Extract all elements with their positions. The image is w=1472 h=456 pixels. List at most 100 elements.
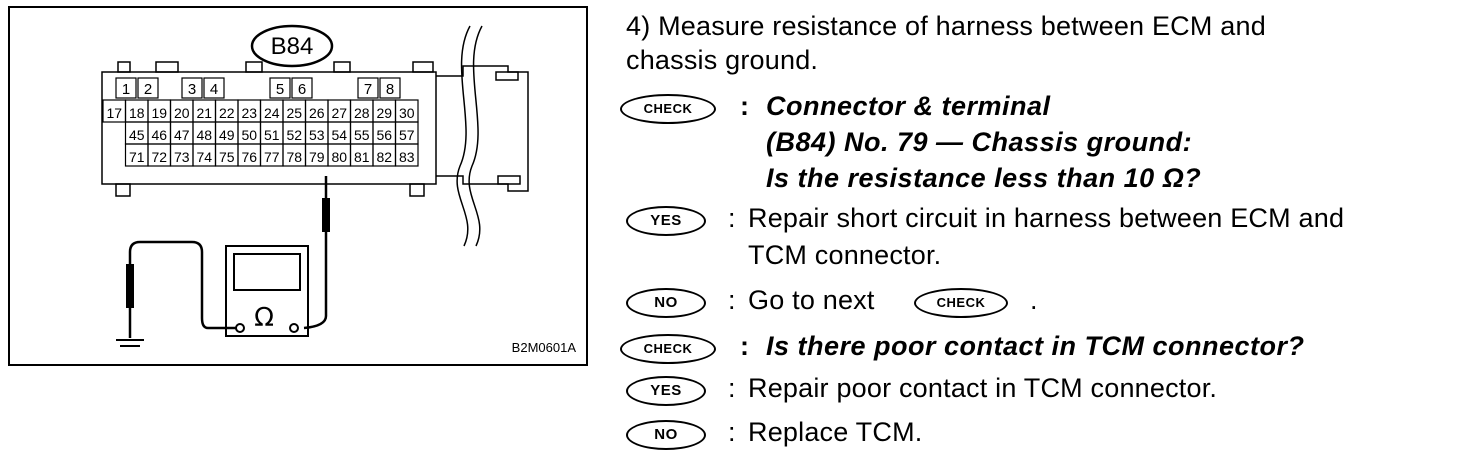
pin-54-label: 54 (331, 127, 347, 143)
pin-29-label: 29 (376, 105, 392, 121)
pin-2-label: 2 (144, 81, 152, 98)
pin-57-label: 57 (399, 127, 415, 143)
pin-27-label: 27 (331, 105, 347, 121)
pin-45-label: 45 (129, 127, 145, 143)
pin-17-label: 17 (106, 105, 122, 121)
pin-7-cell (357, 77, 379, 99)
no2-text: Replace TCM. (748, 417, 923, 447)
colon: : (740, 331, 749, 361)
pin-3-label: 3 (188, 81, 196, 98)
probe-tip-ground (126, 264, 134, 308)
pin-72-label: 72 (151, 149, 167, 165)
pin-30-label: 30 (399, 105, 415, 121)
pin-52-label: 52 (286, 127, 302, 143)
pin-row-2: 45 46 47 48 49 50 51 52 53 54 55 56 57 (124, 121, 419, 145)
check-badge-2: CHECK (620, 334, 716, 364)
pin-row-3: 71 72 73 74 75 76 77 78 79 80 81 82 83 (124, 143, 419, 167)
pin-46-label: 46 (151, 127, 167, 143)
pin-82-label: 82 (376, 149, 392, 165)
pin-21-label: 21 (196, 105, 212, 121)
pin-6-label: 6 (298, 81, 306, 98)
check-badge-1: CHECK (620, 94, 716, 124)
pin-5-label: 5 (276, 81, 284, 98)
check1-line-3: Is the resistance less than 10 Ω? (766, 163, 1202, 193)
connector-body (101, 61, 529, 197)
no1-period: . (1030, 285, 1038, 315)
pin-79-label: 79 (309, 149, 325, 165)
pin-2-cell (137, 77, 159, 99)
no-badge-2: NO (626, 420, 706, 450)
colon: : (740, 91, 749, 121)
pin-75-label: 75 (219, 149, 235, 165)
break-lines (456, 25, 483, 247)
pin-51-label: 51 (264, 127, 280, 143)
pin-1-cell (115, 77, 137, 99)
pin-77-label: 77 (264, 149, 280, 165)
pin-83-label: 83 (399, 149, 415, 165)
pin-5-cell (269, 77, 291, 99)
ohm-symbol: Ω (254, 303, 274, 333)
check1-line-2: (B84) No. 79 — Chassis ground: (766, 127, 1193, 157)
pin-25-label: 25 (286, 105, 302, 121)
colon: : (728, 373, 736, 403)
ohm-meter (225, 245, 309, 337)
pin-3-cell (181, 77, 203, 99)
pin-73-label: 73 (174, 149, 190, 165)
pin-76-label: 76 (241, 149, 257, 165)
pin-20-label: 20 (174, 105, 190, 121)
pin-6-cell (291, 77, 313, 99)
ground-symbol (116, 339, 144, 347)
pin-78-label: 78 (286, 149, 302, 165)
pin-28-label: 28 (354, 105, 370, 121)
pin-23-label: 23 (241, 105, 257, 121)
yes1-line-2: TCM connector. (748, 240, 942, 270)
pin-1-label: 1 (122, 81, 130, 98)
pin-48-label: 48 (196, 127, 212, 143)
pin-8-label: 8 (386, 81, 394, 98)
pin-83-cell (394, 143, 419, 167)
check-badge-inline: CHECK (914, 288, 1008, 318)
colon: : (728, 285, 736, 315)
figure-frame (8, 6, 588, 366)
pin-50-label: 50 (241, 127, 257, 143)
probe-tip-positive (322, 198, 330, 232)
colon: : (728, 203, 736, 233)
yes-badge-1: YES (626, 206, 706, 236)
colon: : (728, 417, 736, 447)
step-line-1: 4) Measure resistance of harness between… (626, 11, 1266, 41)
figure-code: B2M0601A (512, 340, 577, 355)
pin-24-label: 24 (264, 105, 280, 121)
pin-53-label: 53 (309, 127, 325, 143)
probe-wire-ground (128, 240, 236, 338)
yes2-text: Repair poor contact in TCM connector. (748, 373, 1218, 403)
pin-4-label: 4 (210, 81, 218, 98)
no-badge-1: NO (626, 288, 706, 318)
pin-7-label: 7 (364, 81, 372, 98)
pin-22-label: 22 (219, 105, 235, 121)
connector-label: B84 (271, 33, 314, 60)
pin-row-1: 17 18 19 20 21 22 23 24 25 26 27 28 29 30 (102, 99, 419, 123)
pin-8-cell (379, 77, 401, 99)
pin-19-label: 19 (151, 105, 167, 121)
check2-text: Is there poor contact in TCM connector? (766, 331, 1305, 361)
no1-text: Go to next (748, 285, 875, 315)
pin-81-label: 81 (354, 149, 370, 165)
pin-74-label: 74 (196, 149, 212, 165)
pin-55-label: 55 (354, 127, 370, 143)
pin-80-label: 80 (331, 149, 347, 165)
yes-badge-2: YES (626, 376, 706, 406)
step-line-2: chassis ground. (626, 45, 819, 75)
pin-18-label: 18 (129, 105, 145, 121)
pin-4-cell (203, 77, 225, 99)
yes1-line-1: Repair short circuit in harness between … (748, 203, 1345, 233)
connector-label-ellipse (250, 24, 334, 68)
pin-47-label: 47 (174, 127, 190, 143)
pin-71-label: 71 (129, 149, 145, 165)
pin-56-label: 56 (376, 127, 392, 143)
pin-49-label: 49 (219, 127, 235, 143)
check1-line-1: Connector & terminal (766, 91, 1051, 121)
pin-26-label: 26 (309, 105, 325, 121)
